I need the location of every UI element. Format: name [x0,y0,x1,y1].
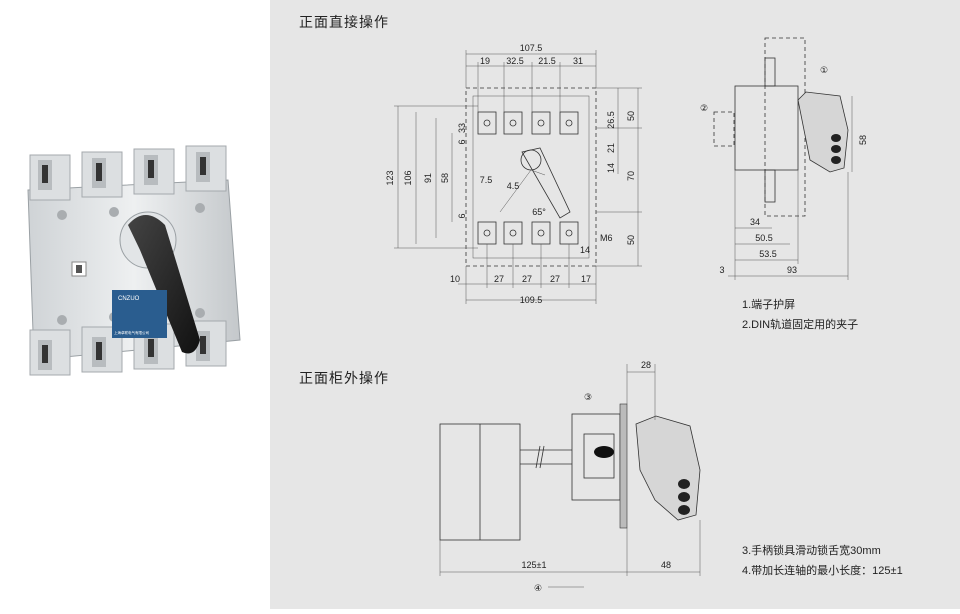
dim-side-53-5: 53.5 [759,249,777,259]
dim-center-4-5: 4.5 [507,181,520,191]
label-maker: 上海卓联电气有限公司 [114,330,149,335]
callout-3: ③ [584,392,592,402]
dim-side-50-5: 50.5 [755,233,773,243]
dim-left-33: 33 [457,123,467,133]
switch-photo-illustration: CNZUO 上海卓联电气有限公司 [27,145,241,376]
dim-left-91: 91 [423,173,433,183]
dim-side-3: 3 [719,265,724,275]
product-photo: CNZUO 上海卓联电气有限公司 [0,0,270,609]
front-view: 107.5 19 32.5 21.5 31 123 106 91 58 33 6… [385,43,642,305]
note-2: 2.DIN轨道固定用的夹子 [742,319,859,331]
dim-bottom-17: 17 [581,274,591,284]
dim-side-93: 93 [787,265,797,275]
dim-top-1: 19 [480,56,490,66]
callout-2: ② [700,103,708,113]
dim-right-50b: 50 [626,235,636,245]
dim-side-34: 34 [750,217,760,227]
title-front-direct: 正面直接操作 [299,14,389,30]
dim-bottom-27b: 27 [522,274,532,284]
dim-screw-14: 14 [580,245,590,255]
dim-left-6a: 6 [457,139,467,144]
dim-right-21: 21 [606,143,616,153]
dim-bottom-27c: 27 [550,274,560,284]
callout-4: ④ [534,583,542,593]
dim-top-4: 31 [573,56,583,66]
side-view: ① ② 58 34 50.5 53.5 93 3 [700,37,868,280]
note-3: 3.手柄锁具滑动锁舌宽30mm [742,545,881,557]
dim-cab-48: 48 [661,560,671,570]
dim-cab-28: 28 [641,360,651,370]
title-front-cabinet: 正面柜外操作 [299,370,389,386]
dim-cab-125: 125±1 [522,560,547,570]
drawing-panel [270,0,960,609]
dim-left-6b: 6 [457,213,467,218]
note-1: 1.端子护屏 [742,299,796,311]
dim-right-50a: 50 [626,111,636,121]
dim-top-2: 32.5 [506,56,524,66]
cabinet-view: ③ ④ 28 125±1 48 [439,360,701,593]
dim-top-total: 107.5 [520,43,543,53]
dim-left-106: 106 [403,170,413,185]
dim-angle: 65° [532,207,546,217]
dim-bottom-10: 10 [450,274,460,284]
dim-left-58: 58 [440,173,450,183]
dim-bottom-total: 109.5 [520,295,543,305]
dim-right-14: 14 [606,163,616,173]
dim-left-7-5: 7.5 [480,175,493,185]
dim-left-123: 123 [385,170,395,185]
note-4: 4.带加长连轴的最小长度：125±1 [742,565,903,577]
dim-right-70: 70 [626,171,636,181]
callout-1: ① [820,65,828,75]
dim-top-3: 21.5 [538,56,556,66]
dim-side-58: 58 [858,135,868,145]
dim-m6: M6 [600,233,613,243]
dim-right-26-5: 26.5 [606,111,616,129]
label-brand: CNZUO [118,296,140,302]
dim-bottom-27a: 27 [494,274,504,284]
